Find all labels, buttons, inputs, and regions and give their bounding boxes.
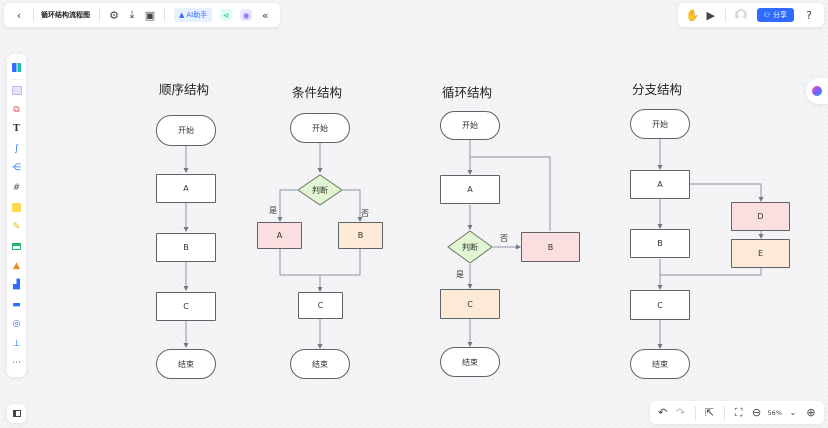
fit-screen-icon[interactable]: ⛶	[734, 405, 743, 419]
panel-icon	[12, 410, 21, 417]
table-icon[interactable]	[7, 237, 26, 257]
process-node-b[interactable]: B	[630, 229, 690, 258]
download-icon[interactable]: ⤓	[129, 8, 135, 21]
start-node[interactable]: 开始	[156, 115, 216, 146]
process-node-b[interactable]: B	[156, 233, 216, 262]
end-node[interactable]: 结束	[440, 347, 500, 377]
end-node[interactable]: 结束	[630, 349, 690, 379]
connector-icon[interactable]: ∫	[14, 143, 19, 154]
chevron-down-icon[interactable]: ⌄	[789, 408, 797, 417]
document-title[interactable]: 循环结构流程图	[41, 11, 90, 19]
ai-assistant-icon: ▲	[179, 11, 185, 19]
pen-icon[interactable]: ✎	[12, 221, 21, 232]
template-icon[interactable]	[7, 58, 26, 78]
decision-label: 判断	[312, 185, 328, 195]
edge	[690, 183, 764, 202]
sequence-title: 顺序结构	[159, 82, 210, 97]
shape-icon[interactable]: ⧉	[13, 104, 20, 115]
process-node-a[interactable]: A	[156, 174, 216, 203]
process-node-a[interactable]: A	[440, 175, 500, 204]
text-icon[interactable]: T	[13, 124, 20, 135]
loop-title: 循环结构	[442, 85, 493, 100]
process-node-c[interactable]: C	[440, 289, 500, 319]
folder-icon[interactable]: ▬	[12, 299, 21, 310]
back-icon[interactable]: ‹	[16, 8, 22, 22]
frame-icon[interactable]: #	[12, 182, 21, 193]
process-node-c[interactable]: C	[156, 292, 216, 321]
ai-float-button[interactable]	[806, 78, 828, 104]
divider	[694, 405, 696, 420]
share-icon: ⚇	[763, 11, 770, 19]
no-label: 否	[361, 209, 369, 218]
left-sidebar: ⧉ T ∫ ⋲ # ✎ ▲ ▟ ▬ ◎ ⊥ ⋯	[7, 54, 26, 377]
end-node[interactable]: 结束	[290, 349, 350, 379]
plugin-icon[interactable]: ◉	[240, 9, 253, 21]
ai-brain-icon	[812, 86, 822, 96]
avatar[interactable]	[734, 9, 747, 21]
decision-node[interactable]: 判断	[297, 174, 343, 206]
zoom-out-icon[interactable]: ⊖	[751, 406, 762, 419]
process-node-b[interactable]: B	[338, 222, 383, 249]
diamond-shape	[297, 174, 343, 206]
process-node-a[interactable]: A	[257, 222, 302, 249]
diamond-shape	[447, 230, 493, 264]
divider	[10, 78, 23, 80]
edge	[343, 189, 363, 222]
mindmap-icon[interactable]: ⋲	[12, 163, 21, 174]
share-button[interactable]: ⚇分享	[756, 8, 794, 22]
zoom-in-icon[interactable]: ⊕	[806, 406, 816, 419]
branch-title: 分支结构	[632, 82, 683, 97]
share-label: 分享	[773, 11, 787, 19]
edge	[277, 189, 297, 222]
start-node[interactable]: 开始	[440, 111, 500, 140]
org-chart-icon[interactable]: ⊥	[12, 338, 21, 349]
collapse-icon[interactable]: «	[261, 8, 269, 22]
yes-label: 是	[269, 206, 277, 215]
process-node-d[interactable]: D	[731, 202, 790, 231]
decision-node[interactable]: 判断	[447, 230, 493, 264]
divider	[723, 405, 725, 420]
end-node[interactable]: 结束	[156, 349, 216, 379]
toggle-panel-button[interactable]	[7, 404, 26, 423]
process-node-c[interactable]: C	[298, 292, 343, 319]
process-node-b[interactable]: B	[521, 232, 580, 262]
image-icon[interactable]	[7, 81, 26, 101]
undo-icon[interactable]: ↶	[657, 406, 668, 419]
divider	[99, 8, 100, 22]
ai-assistant-button[interactable]: ▲AI助手	[174, 8, 213, 22]
chart-icon[interactable]: ▟	[13, 280, 20, 291]
no-label: 否	[500, 234, 508, 243]
yes-label: 是	[456, 270, 464, 279]
divider	[724, 8, 726, 22]
save-icon[interactable]: ▣	[144, 8, 156, 22]
zoom-level[interactable]: 56%	[767, 408, 782, 417]
process-node-a[interactable]: A	[630, 170, 690, 199]
start-node[interactable]: 开始	[290, 113, 350, 143]
hand-icon[interactable]: ✋	[685, 8, 700, 22]
ai-assistant-label: AI助手	[186, 11, 208, 19]
more-icon[interactable]: ⋯	[12, 358, 21, 369]
process-node-c[interactable]: C	[630, 290, 690, 320]
bottom-right-toolbar: ↶ ↷ ⇱ ⛶ ⊖ 56% ⌄ ⊕	[649, 401, 824, 424]
help-icon[interactable]: ?	[806, 8, 812, 22]
present-icon[interactable]: ▶	[706, 8, 715, 22]
condition-title: 条件结构	[292, 85, 343, 100]
divider	[164, 8, 165, 22]
divider	[33, 8, 34, 22]
top-left-toolbar: ‹ 循环结构流程图 ⚙ ⤓ ▣ ▲AI助手 ⋖ ◉ «	[4, 3, 281, 27]
plugin-icon[interactable]: ◎	[12, 319, 21, 330]
share-graph-icon[interactable]: ⋖	[220, 9, 233, 21]
sticky-note-icon[interactable]	[7, 198, 26, 218]
process-node-e[interactable]: E	[731, 239, 790, 268]
edge	[279, 248, 361, 276]
top-right-toolbar: ✋ ▶ ⚇分享 ?	[677, 3, 824, 27]
start-node[interactable]: 开始	[630, 109, 690, 139]
pyramid-icon[interactable]: ▲	[13, 260, 20, 271]
redo-icon[interactable]: ↷	[675, 406, 686, 419]
edge	[660, 268, 762, 276]
decision-label: 判断	[462, 242, 478, 252]
settings-icon[interactable]: ⚙	[109, 8, 119, 22]
pointer-icon[interactable]: ⇱	[704, 406, 715, 419]
